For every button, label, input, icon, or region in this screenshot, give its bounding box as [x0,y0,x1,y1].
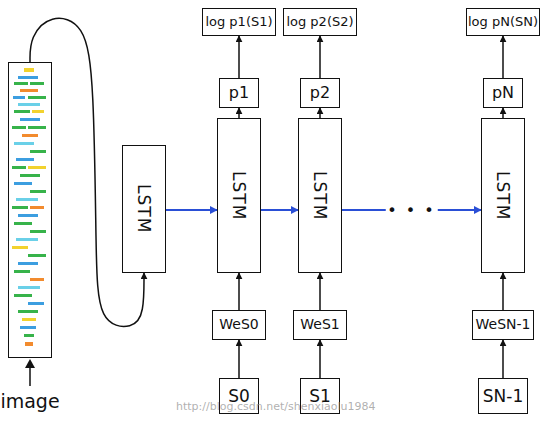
cnn-layer [16,238,38,241]
cnn-layer [12,206,28,209]
leader-arrowhead [25,359,35,368]
flow-arrow [502,36,504,78]
word-box: SN-1 [478,378,528,414]
prob-box: p2 [300,78,340,108]
flow-arrow [319,36,321,78]
box-label: LSTM [230,171,249,220]
flow-arrow [319,108,321,118]
cnn-layer [20,326,36,329]
cnn-layer [12,246,28,249]
box-label: WeSN-1 [476,317,531,332]
cnn-layer [24,68,34,72]
cnn-layer [18,103,40,106]
cnn-layer [20,118,40,121]
cnn-layer [28,96,46,99]
cnn-layer [18,262,38,265]
cnn-layer [14,222,32,225]
cnn-layer [30,230,46,233]
input-label: image [0,391,59,412]
cnn-layer [14,182,32,185]
cnn-layer [14,294,32,297]
cnn-layer [18,286,40,289]
cnn-layer [30,190,46,193]
box-label: log pN(SN) [468,15,538,29]
embedding-box: WeSN-1 [472,310,534,340]
cnn-layer [16,158,34,161]
lstm-box: LSTM [122,145,166,273]
cnn-layer [32,110,44,113]
cnn-layer [25,342,33,346]
cnn-layers [12,68,46,346]
lstm-box: LSTM [217,118,261,273]
prob-box: p1 [219,78,259,108]
cnn-layer [14,270,30,273]
log-prob-box: log p2(S2) [283,8,357,36]
flow-arrow [502,108,504,118]
flow-arrow [238,108,240,118]
box-label: SN-1 [483,387,523,406]
cnn-layer [28,126,46,129]
flow-arrow [502,273,504,310]
box-label: WeS1 [300,317,339,332]
flow-arrow [502,340,504,378]
flow-arrow [319,340,321,378]
box-label: LSTM [135,184,154,233]
flow-arrow [319,273,321,310]
cnn-layer [30,150,46,153]
lstm-box: LSTM [298,118,342,273]
box-label: log p1(S1) [205,15,272,29]
cnn-layer [30,278,44,281]
cnn-layer [16,198,38,201]
ellipsis-label: • • • [385,201,437,220]
flow-arrow [238,273,240,310]
box-label: WeS0 [219,317,258,332]
cnn-layer [24,334,34,337]
flow-arrow [238,340,240,378]
cnn-layer [14,110,30,113]
flow-arrow [238,36,240,78]
cnn-layer [12,166,26,169]
cnn-layer [30,82,44,85]
embedding-box: WeS0 [212,310,266,340]
cnn-layer [18,214,38,217]
cnn-layer [28,254,46,257]
log-prob-box: log pN(SN) [466,8,540,36]
cnn-layer [22,318,36,321]
cnn-layer [18,310,38,313]
lstm-box: LSTM [481,118,525,273]
cnn-layer [14,82,28,85]
log-prob-box: log p1(S1) [202,8,276,36]
cnn-layer [28,302,44,305]
embedding-box: WeS1 [293,310,347,340]
cnn-layer [12,126,26,129]
prob-box: pN [483,78,523,108]
watermark: http://blog.csdn.net/shenxiaolu1984 [176,400,375,413]
cnn-layer [30,206,44,209]
box-label: pN [492,84,514,102]
box-label: p1 [229,84,249,102]
cnn-layer [20,89,38,92]
cnn-layer [28,166,46,169]
cnn-layer [22,134,38,137]
cnn-layer [14,142,34,145]
image-box: image [8,62,52,358]
recurrent-arrow [166,209,217,211]
box-label: LSTM [311,171,330,220]
cnn-layer [13,96,25,99]
box-label: log p2(S2) [286,15,353,29]
box-label: p2 [310,84,330,102]
cnn-layer [18,76,38,79]
cnn-layer [20,174,40,177]
recurrent-arrow [261,209,298,211]
box-label: LSTM [494,171,513,220]
